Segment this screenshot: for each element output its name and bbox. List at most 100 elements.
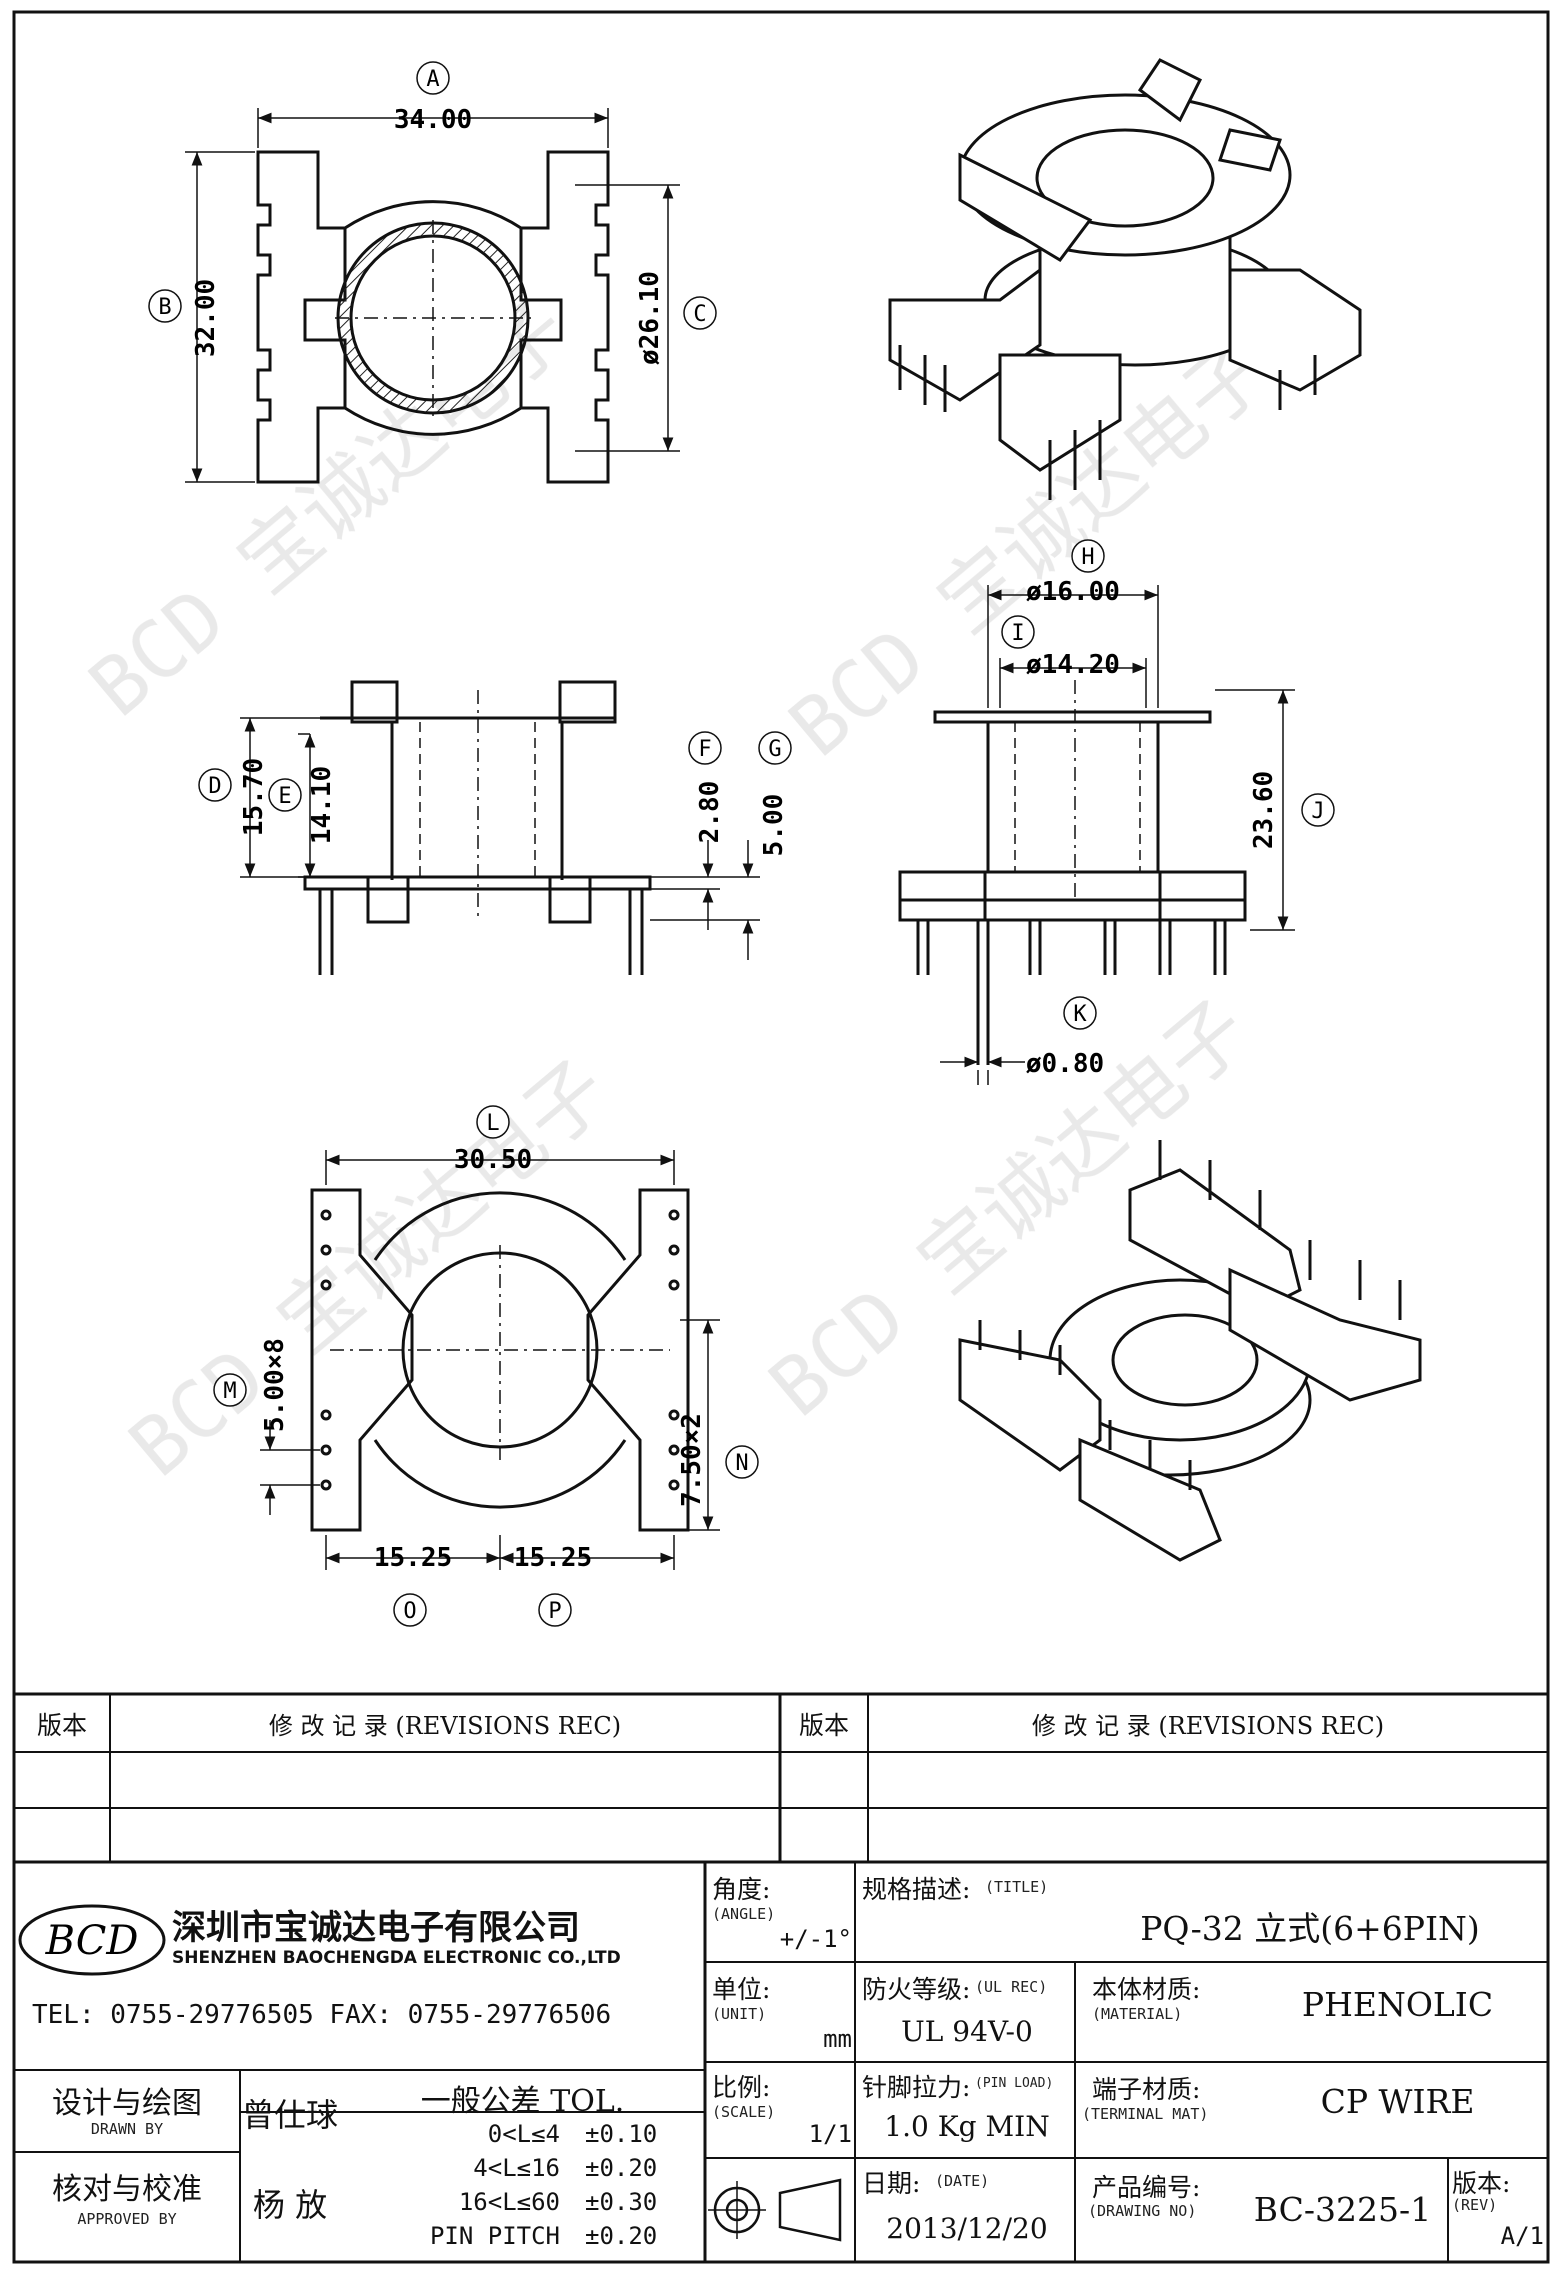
ul-label-en: (UL REC)	[975, 1978, 1048, 1996]
approved-label-en: APPROVED BY	[77, 2210, 177, 2228]
top-left-flange	[256, 150, 347, 484]
dim-letter: K	[1073, 1002, 1087, 1027]
dim-value: 34.00	[394, 105, 472, 135]
dim-letter: O	[403, 1599, 416, 1624]
drawno-label: 产品编号:	[1092, 2173, 1201, 2202]
dim-letter: A	[426, 67, 439, 92]
rev-value: A/1	[1500, 2222, 1544, 2250]
pinload-label-en: (PIN LOAD)	[975, 2076, 1054, 2091]
dim-letter: B	[158, 295, 171, 320]
dim-letter: F	[698, 737, 711, 762]
dim-value: 14.10	[307, 766, 337, 844]
dim-value: 15.70	[239, 758, 269, 836]
title-label: 规格描述:	[862, 1875, 971, 1904]
unit-label: 单位:	[712, 1975, 771, 2004]
dim-A	[257, 61, 609, 148]
dim-letter: J	[1311, 799, 1324, 824]
top-view	[256, 150, 610, 484]
dim-letter: D	[208, 774, 221, 799]
bcd-logo-icon: BCD	[18, 1904, 166, 1976]
dim-letter: M	[223, 1379, 236, 1404]
dim-B	[148, 151, 255, 483]
drawn-label-en: DRAWN BY	[90, 2120, 164, 2138]
tol-value: ±0.30	[585, 2188, 658, 2216]
dim-letter: I	[1011, 621, 1024, 646]
projection-symbol-icon	[708, 2178, 842, 2242]
dim-value: 15.25	[514, 1543, 592, 1573]
dim-value: 15.25	[374, 1543, 452, 1573]
title-label-en: (TITLE)	[985, 1878, 1049, 1896]
ul-value: UL 94V-0	[901, 2015, 1033, 2048]
dim-H-I-J-K	[940, 539, 1335, 1085]
material-label-en: (MATERIAL)	[1092, 2005, 1183, 2023]
pinload-value: 1.0 Kg MIN	[884, 2110, 1050, 2143]
approved-label: 核对与校准	[52, 2172, 202, 2207]
revisions-table	[14, 1692, 1548, 1864]
pinload-label: 针脚拉力:	[862, 2073, 971, 2102]
title-value: PQ-32 立式(6+6PIN)	[1140, 1909, 1480, 1948]
angle-label: 角度:	[712, 1875, 771, 1904]
material-value: PHENOLIC	[1301, 1985, 1494, 2024]
title-block-grid	[14, 1862, 1548, 2262]
rev-col-label-right: 版本	[798, 1711, 849, 1740]
dim-letter: E	[278, 784, 291, 809]
side-view	[898, 680, 1247, 1065]
rev-label-en: (REV)	[1452, 2196, 1498, 2214]
unit-label-en: (UNIT)	[712, 2005, 767, 2023]
bottom-view	[310, 1188, 690, 1532]
drawno-value: BC-3225-1	[1253, 2190, 1432, 2229]
material-label: 本体材质:	[1092, 1975, 1201, 2004]
company-name-cn: 深圳市宝诚达电子有限公司	[172, 1908, 580, 1948]
tol-range: 4<L≤16	[473, 2154, 560, 2182]
angle-label-en: (ANGLE)	[712, 1905, 776, 1923]
dim-letter: P	[548, 1599, 561, 1624]
dim-value: ø14.20	[1026, 650, 1120, 680]
dim-value: 2.80	[695, 781, 725, 844]
tol-value: ±0.20	[585, 2154, 658, 2182]
scale-label-en: (SCALE)	[712, 2103, 776, 2121]
unit-value: mm	[823, 2025, 852, 2053]
terminal-label: 端子材质:	[1092, 2075, 1201, 2104]
drawn-value: 曾仕球	[241, 2096, 338, 2134]
tol-value: ±0.20	[585, 2222, 658, 2250]
flange-arc-top	[344, 200, 522, 230]
rev-col-label-left: 版本	[36, 1711, 87, 1740]
dim-value: 5.00	[759, 794, 789, 857]
rev-col-records-right: 修 改 记 录 (REVISIONS REC)	[1031, 1712, 1385, 1740]
date-label: 日期:	[862, 2169, 921, 2198]
dim-value: 32.00	[191, 279, 221, 357]
isometric-view-bottom	[958, 1140, 1422, 1562]
dim-value: 7.50×2	[677, 1413, 707, 1507]
dim-value: 23.60	[1249, 771, 1279, 849]
scale-label: 比例:	[712, 2073, 771, 2102]
rev-col-records-left: 修 改 记 录 (REVISIONS REC)	[268, 1712, 622, 1740]
drawno-label-en: (DRAWING NO)	[1088, 2202, 1197, 2220]
dim-letter: H	[1081, 545, 1094, 570]
drawn-label: 设计与绘图	[52, 2086, 202, 2121]
dim-value: 30.50	[454, 1145, 532, 1175]
terminal-value: CP WIRE	[1320, 2082, 1475, 2121]
tol-range: 0<L≤4	[487, 2120, 560, 2148]
sheet-border	[12, 10, 1550, 2264]
logo-text: BCD	[45, 1918, 139, 1964]
approved-value: 杨 放	[252, 2186, 328, 2224]
watermark-text: BCD 宝诚达电子	[112, 1042, 626, 1494]
dim-L-M-N-O-P	[213, 1105, 759, 1627]
dim-value: ø16.00	[1026, 577, 1120, 607]
tol-value: ±0.10	[585, 2120, 658, 2148]
company-contact: TEL: 0755-29776505 FAX: 0755-29776506	[32, 2000, 612, 2030]
isometric-view-top	[888, 58, 1362, 500]
dim-value: 5.00×8	[260, 1338, 290, 1432]
dim-letter: N	[735, 1451, 748, 1476]
scale-value: 1/1	[808, 2120, 852, 2148]
dim-D-E-F-G	[198, 717, 792, 960]
flange-arc-bottom	[344, 406, 522, 436]
date-value: 2013/12/20	[886, 2212, 1048, 2245]
angle-value: +/-1°	[779, 1925, 852, 1953]
top-right-flange	[519, 150, 610, 484]
rev-label: 版本:	[1452, 2169, 1511, 2198]
date-label-en: (DATE)	[935, 2172, 990, 2190]
ul-label: 防火等级:	[862, 1975, 971, 2004]
